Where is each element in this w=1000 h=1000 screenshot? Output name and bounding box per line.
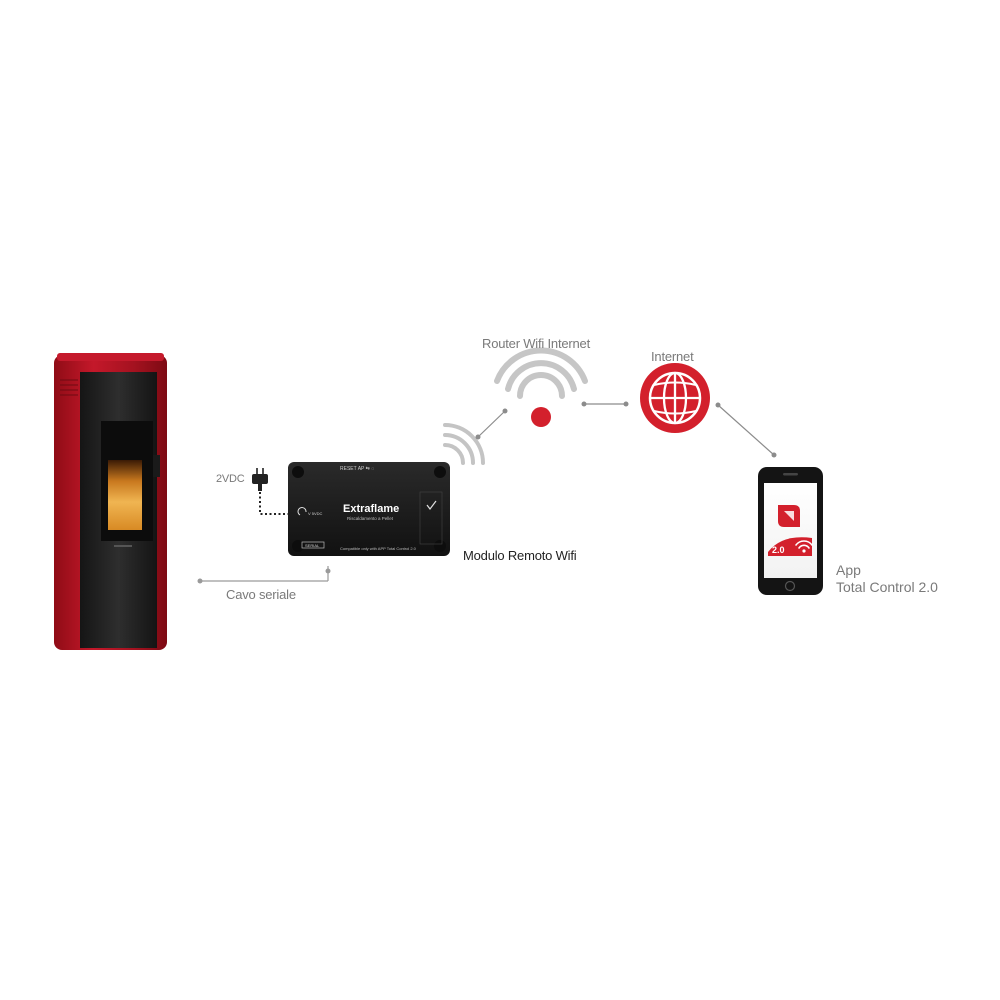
phone-home-button (784, 580, 796, 592)
module-brand: Extraflame (343, 503, 400, 515)
router-label: Router Wifi Internet (482, 336, 590, 351)
serial-port (301, 541, 325, 549)
globe-icon (640, 363, 710, 433)
internet-label: Internet (651, 349, 694, 364)
power-plug-icon (252, 468, 268, 491)
module-bottom-text: Compatible only with APP Total Control 2… (340, 546, 416, 551)
module-ear (292, 540, 304, 552)
smartphone (758, 467, 823, 595)
module-cert-panel (419, 491, 443, 545)
module-ear (434, 466, 446, 478)
app-label-line1: App (836, 562, 861, 578)
module-ear (434, 540, 446, 552)
stove-display (114, 545, 132, 547)
phone-speaker (783, 473, 798, 476)
serial-cable (197, 566, 331, 584)
cable-label: Cavo seriale (226, 587, 296, 602)
wifi-module-device (288, 462, 450, 556)
module-label: Modulo Remoto Wifi (463, 548, 577, 563)
module-ear (292, 466, 304, 478)
module-brand-subtitle: Riscaldamento a Pellet (347, 516, 394, 521)
connector-internet-phone (715, 402, 777, 458)
wifi-icon (443, 423, 485, 465)
router-wifi-icon (494, 347, 588, 427)
power-label: 2VDC (216, 473, 245, 485)
app-label-line2: Total Control 2.0 (836, 579, 938, 595)
power-wire (259, 492, 296, 515)
cable-dot-left (197, 578, 203, 584)
app-logo-icon (768, 505, 813, 556)
power-port-icon (297, 507, 307, 516)
stove-handle (153, 455, 160, 477)
app-version-badge: 2.0 (772, 545, 785, 555)
cable-dot-right (325, 568, 331, 574)
connector-module-router (475, 408, 508, 440)
pellet-stove (54, 353, 167, 650)
module-body (288, 462, 450, 556)
router-dot (531, 407, 551, 427)
stove-fire (108, 460, 142, 530)
connector-router-internet (581, 401, 629, 407)
module-power-tag: V 5VDC (308, 511, 323, 516)
phone-screen (764, 483, 817, 578)
app-label: App Total Control 2.0 (836, 562, 938, 596)
check-icon (426, 500, 437, 510)
module-serial-tag: SERIAL (305, 543, 320, 548)
stove-top (57, 353, 164, 361)
module-top-indicators: RESET AP ⇆ ◌ (340, 466, 375, 472)
stove-vents (60, 379, 78, 396)
